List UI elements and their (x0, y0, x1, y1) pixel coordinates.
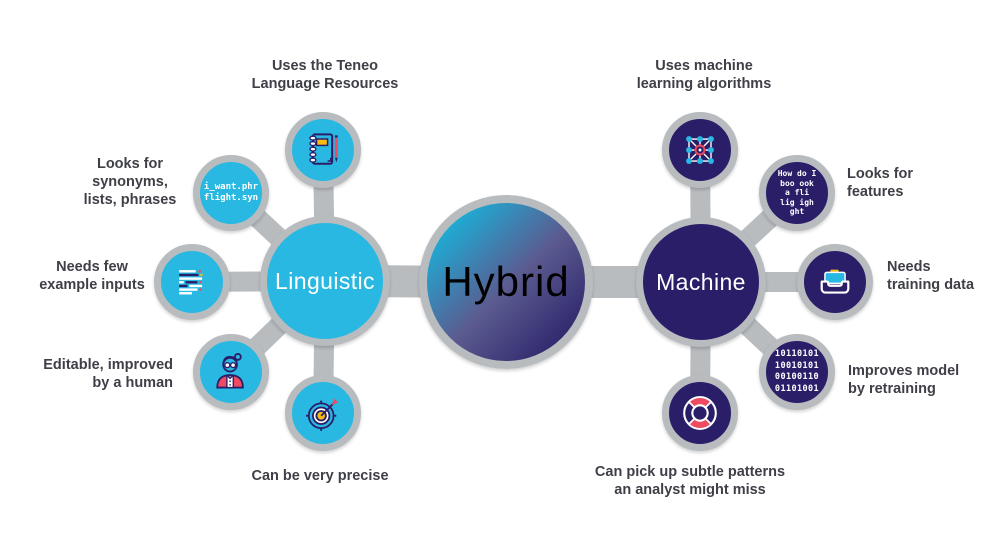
callout-editable: Editable, improved by a human (43, 357, 173, 391)
machine-label: Machine (656, 268, 746, 295)
linguistic-label: Linguistic (275, 267, 375, 294)
callout-teneo-resources: Uses the Teneo Language Resources (251, 58, 399, 92)
linguistic-circle: Linguistic (260, 216, 390, 346)
notebook-icon (309, 133, 338, 165)
hybrid-label: Hybrid (442, 258, 570, 305)
callout-precise: Can be very precise (251, 468, 389, 484)
lifesaver-icon (683, 396, 717, 430)
query-snippet-text: How do I boo ook a fli lig igh ght (777, 169, 817, 217)
inbox-tray-icon (820, 269, 850, 294)
binary-node: 10110101 10010101 00100110 01101001 (759, 334, 835, 410)
example-inputs-node (154, 244, 230, 320)
syntax-snippet-node: i_want.phr flight.syn (193, 155, 269, 231)
query-snippet-node: How do I boo ook a fli lig igh ght (759, 155, 835, 231)
callout-subtle-patterns: Can pick up subtle patterns an analyst m… (594, 464, 786, 498)
teneo-resources-node (285, 112, 361, 188)
human-editable-node (193, 334, 269, 410)
ml-algorithms-node (662, 112, 738, 188)
target-icon (306, 398, 339, 431)
training-data-node (797, 244, 873, 320)
binary-text: 10110101 10010101 00100110 01101001 (774, 349, 820, 394)
precision-node (285, 375, 361, 451)
code-lines-icon (179, 270, 203, 295)
neural-network-icon (686, 136, 714, 164)
syntax-snippet-text: i_want.phr flight.syn (203, 182, 259, 203)
callout-ml-algorithms: Uses machine learning algorithms (636, 58, 772, 92)
hybrid-circle: Hybrid (419, 195, 593, 369)
callout-training-data: Needs training data (887, 259, 975, 293)
callout-synonyms: Looks for synonyms, lists, phrases (83, 156, 177, 208)
callout-features: Looks for features (847, 166, 914, 200)
machine-circle: Machine (636, 217, 766, 347)
callout-retraining: Improves model by retraining (848, 363, 960, 397)
person-icon (216, 353, 244, 389)
callout-few-inputs: Needs few example inputs (39, 259, 145, 293)
subtle-patterns-node (662, 375, 738, 451)
